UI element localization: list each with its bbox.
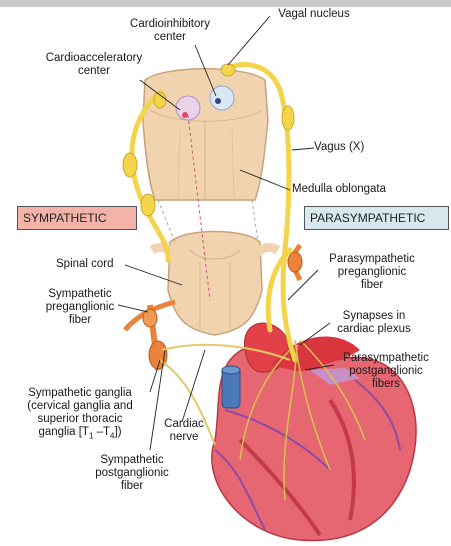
parasympathetic-tag: PARASYMPATHETIC [304, 206, 449, 230]
symp-ganglia-line2: (cervical ganglia and [27, 400, 133, 412]
label-vagus: Vagus (X) [314, 141, 364, 154]
symp-ganglia-sub2: 4 [110, 431, 115, 441]
label-cardiac-nerve: Cardiac nerve [156, 418, 212, 444]
top-bar [0, 0, 451, 7]
symp-pre-line2: preganglionic [45, 301, 115, 313]
vagus-nerve [129, 62, 298, 363]
label-parasympathetic-postganglionic: Parasympathetic postganglionic fibers [332, 352, 440, 391]
cardioinhibitory-line2: center [154, 31, 186, 43]
synapses-line2: cardiac plexus [337, 323, 411, 335]
symp-pre-line3: fiber [68, 314, 92, 326]
symp-post-line1: Sympathetic [100, 454, 164, 466]
para-pre-line3: fiber [360, 279, 384, 291]
label-cardioacceleratory-center: Cardioacceleratory center [28, 52, 160, 78]
cardioacceleratory-line2: center [78, 65, 110, 77]
label-synapses-cardiac-plexus: Synapses in cardiac plexus [326, 310, 422, 336]
cardioacceleratory-line1: Cardioacceleratory [45, 52, 143, 64]
label-medulla: Medulla oblongata [292, 183, 386, 196]
symp-ganglia-mid: –T [93, 426, 111, 438]
vagal-nucleus-text: Vagal nucleus [278, 8, 350, 20]
medulla [142, 68, 269, 201]
medulla-text: Medulla oblongata [292, 183, 386, 195]
para-post-line1: Parasympathetic [343, 352, 429, 364]
vagus-text: Vagus (X) [314, 141, 365, 153]
spinal-cord [149, 230, 281, 336]
label-sympathetic-ganglia: Sympathetic ganglia (cervical ganglia an… [6, 387, 154, 442]
symp-ganglia-line4: ganglia [T1 –T4]) [6, 426, 154, 442]
cardiac-line2: nerve [169, 431, 199, 443]
symp-ganglia-end: ]) [114, 426, 122, 438]
ganglion-swellings [122, 63, 295, 217]
label-cardioinhibitory-center: Cardioinhibitory center [110, 18, 230, 44]
symp-ganglia-sub1: 1 [88, 431, 94, 441]
label-vagal-nucleus: Vagal nucleus [264, 8, 364, 21]
spinal-cord-text: Spinal cord [56, 258, 114, 270]
label-parasympathetic-preganglionic: Parasympathetic preganglionic fiber [313, 253, 431, 292]
para-post-line2: postganglionic [349, 365, 423, 377]
label-spinal-cord: Spinal cord [56, 258, 114, 271]
label-sympathetic-preganglionic: Sympathetic preganglionic fiber [30, 288, 130, 327]
para-pre-line1: Parasympathetic [329, 253, 415, 265]
cardiac-line1: Cardiac [164, 418, 204, 430]
symp-pre-line1: Sympathetic [48, 288, 112, 300]
heart [211, 322, 417, 542]
sympathetic-tag: SYMPATHETIC [17, 206, 137, 230]
cardioinhibitory-line1: Cardioinhibitory [130, 18, 210, 30]
sympathetic-text: SYMPATHETIC [23, 211, 107, 225]
parasympathetic-text: PARASYMPATHETIC [310, 211, 426, 225]
sympathetic-chain [123, 243, 303, 446]
label-sympathetic-postganglionic: Sympathetic postganglionic fiber [82, 454, 182, 493]
leader-lines [117, 15, 335, 451]
guide-lines [157, 114, 259, 301]
parasympathetic-fibers [239, 339, 366, 501]
para-post-line3: fibers [371, 378, 401, 390]
symp-ganglia-line1: Sympathetic ganglia [28, 387, 132, 399]
symp-post-line3: fiber [120, 480, 144, 492]
symp-ganglia-t: ganglia [T [38, 426, 89, 438]
synapses-line1: Synapses in [342, 310, 406, 322]
symp-ganglia-line3: superior thoracic [37, 413, 123, 425]
para-pre-line2: preganglionic [337, 266, 407, 278]
symp-post-line2: postganglionic [95, 467, 169, 479]
